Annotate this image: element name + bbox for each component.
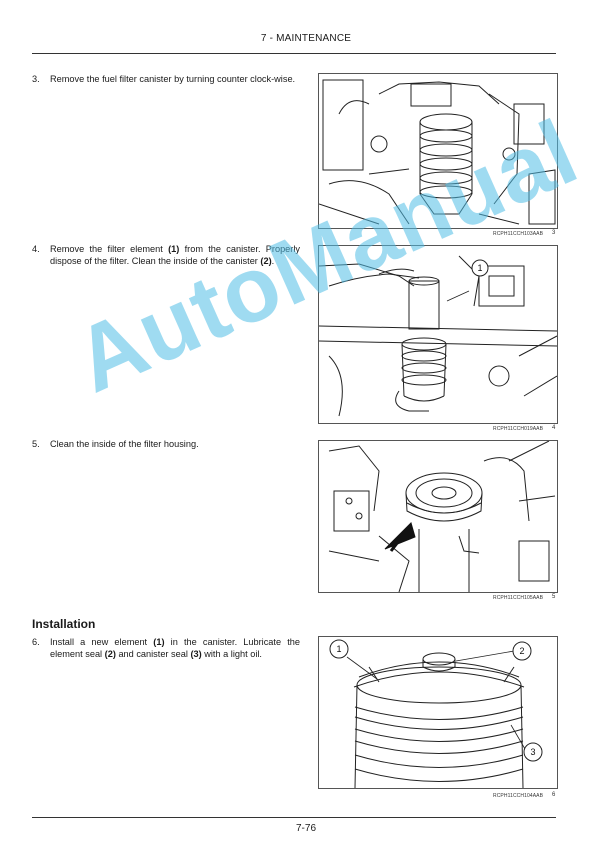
section-heading: Installation bbox=[32, 617, 96, 631]
page-number: 7-76 bbox=[295, 823, 316, 834]
step-3: 3. Remove the fuel filter canister by tu… bbox=[32, 73, 300, 85]
figure-3-number: 3 bbox=[552, 230, 556, 236]
callout-3: 3 bbox=[530, 747, 535, 757]
footer-rule bbox=[32, 817, 556, 818]
figure-4-image: 1 bbox=[318, 245, 558, 424]
figure-3-image bbox=[318, 73, 558, 229]
page-header-title: 7 - MAINTENANCE bbox=[260, 33, 352, 44]
callout-1: 1 bbox=[477, 263, 482, 273]
figure-4-code: RCPH11CCH019AAB bbox=[493, 426, 544, 432]
figure-4-number: 4 bbox=[552, 425, 556, 431]
step-text: Remove the fuel filter canister by turni… bbox=[50, 74, 296, 84]
step-number: 5. bbox=[32, 439, 40, 449]
figure-6-code: RCPH11CCH104AAB bbox=[493, 793, 544, 799]
figure-3-code: RCPH11CCH103AAB bbox=[493, 231, 544, 237]
step-5: 5. Clean the inside of the filter housin… bbox=[32, 438, 300, 450]
figure-5-image bbox=[318, 440, 558, 593]
callout-2: 2 bbox=[519, 646, 524, 656]
figure-6-image: 1 2 3 bbox=[318, 636, 558, 789]
step-4: 4. Remove the filter element (1) from th… bbox=[32, 243, 300, 267]
step-number: 4. bbox=[32, 244, 40, 254]
step-text: Install a new element (1) in the caniste… bbox=[50, 637, 300, 659]
callout-1: 1 bbox=[336, 644, 341, 654]
step-text: Remove the filter element (1) from the c… bbox=[50, 244, 300, 266]
step-number: 3. bbox=[32, 74, 40, 84]
step-number: 6. bbox=[32, 637, 40, 647]
step-6: 6. Install a new element (1) in the cani… bbox=[32, 636, 300, 660]
step-text: Clean the inside of the filter housing. bbox=[50, 439, 199, 449]
figure-5-number: 5 bbox=[552, 594, 556, 600]
figure-6-number: 6 bbox=[552, 792, 556, 798]
header-rule bbox=[32, 53, 556, 54]
figure-5-code: RCPH11CCH105AAB bbox=[493, 595, 544, 601]
